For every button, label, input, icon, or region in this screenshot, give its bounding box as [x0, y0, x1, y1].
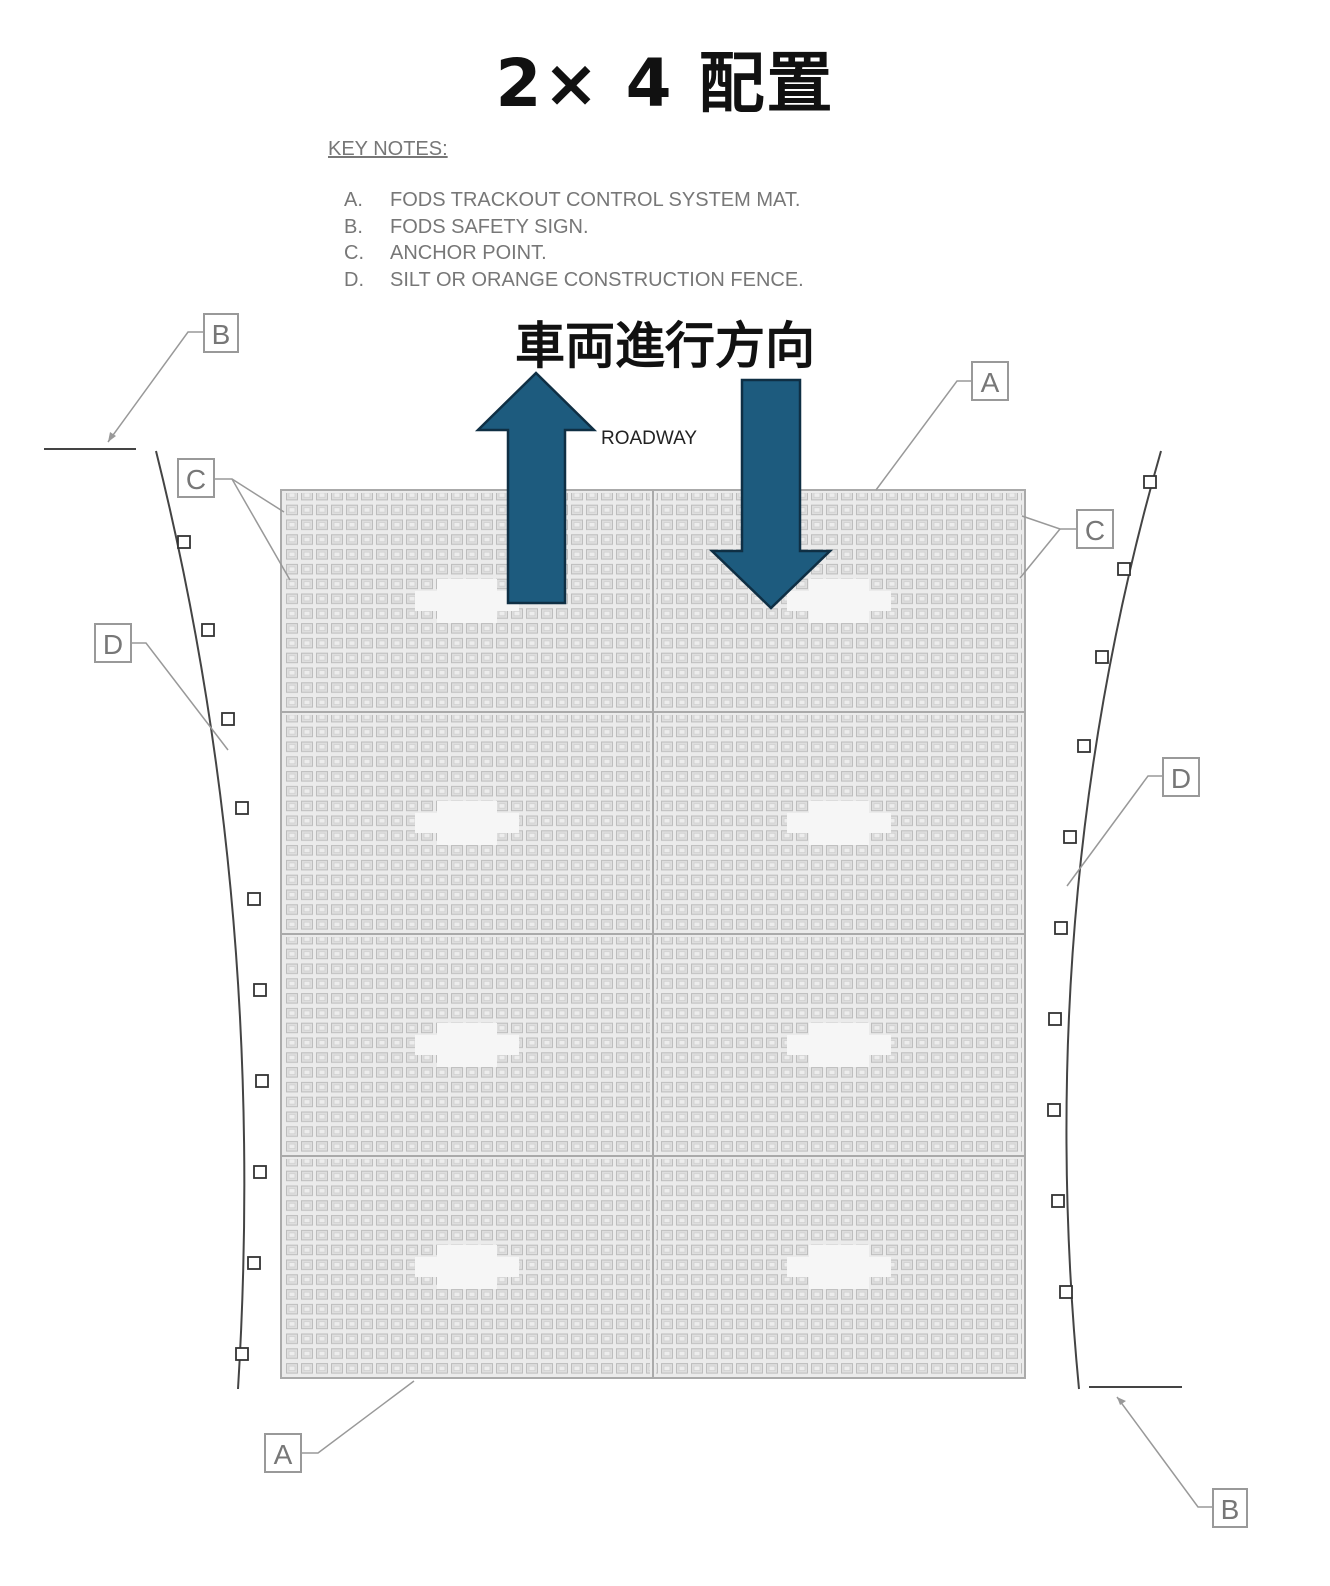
- key-notes: KEY NOTES: A. FODS TRACKOUT CONTROL SYST…: [328, 138, 804, 293]
- key-note-letter: C.: [344, 242, 364, 264]
- callout-b-top-left-label: B: [212, 319, 231, 350]
- fence-post: [1048, 1012, 1062, 1026]
- fence-post: [1143, 475, 1157, 489]
- fence-post: [1051, 1194, 1065, 1208]
- callout-d-right: D: [1162, 757, 1200, 797]
- fence-right: [1065, 450, 1162, 1390]
- fence-post: [253, 1165, 267, 1179]
- fence-post: [1095, 650, 1109, 664]
- callout-c-left-label: C: [186, 464, 206, 495]
- key-note-letter: A.: [344, 189, 363, 211]
- key-notes-heading: KEY NOTES:: [328, 138, 448, 160]
- fence-left: [155, 450, 246, 1390]
- mat-panel: [280, 933, 654, 1157]
- leader-b-top: [107, 331, 204, 443]
- arrow-down: [708, 378, 834, 610]
- fence-post: [1059, 1285, 1073, 1299]
- callout-b-bottom-right-label: B: [1221, 1494, 1240, 1525]
- fence-post: [235, 801, 249, 815]
- callout-d-right-label: D: [1171, 763, 1191, 794]
- fence-post: [1077, 739, 1091, 753]
- mat-panel: [652, 489, 1026, 713]
- leader-b-bottom: [1116, 1396, 1213, 1508]
- fence-post: [1117, 562, 1131, 576]
- fence-post: [1063, 830, 1077, 844]
- callout-b-bottom-right: B: [1212, 1488, 1248, 1528]
- leader-d-left: [130, 642, 229, 751]
- key-note-item: C. ANCHOR POINT.: [328, 240, 804, 267]
- leader-b-bottom-arrowhead: [1117, 1397, 1126, 1405]
- fence-post: [1054, 921, 1068, 935]
- key-note-text: FODS SAFETY SIGN.: [390, 215, 589, 238]
- leader-a-bottom: [301, 1380, 415, 1454]
- key-note-text: FODS TRACKOUT CONTROL SYSTEM MAT.: [390, 189, 801, 211]
- leader-lines: [107, 331, 1213, 1508]
- mat-panel: [652, 933, 1026, 1157]
- mat-array: [280, 489, 1026, 1379]
- leader-b-top-arrowhead: [108, 432, 116, 442]
- fence-post: [253, 983, 267, 997]
- arrow-up: [474, 371, 598, 605]
- key-note-text: SILT OR ORANGE CONSTRUCTION FENCE.: [390, 268, 804, 291]
- mat-panel: [652, 1155, 1026, 1379]
- callout-c-right: C: [1076, 509, 1114, 549]
- mat-panel: [652, 711, 1026, 935]
- callout-d-left: D: [94, 623, 132, 663]
- callout-a-bottom: A: [264, 1433, 302, 1473]
- callout-a-bottom-label: A: [274, 1439, 293, 1470]
- fence-post: [235, 1347, 249, 1361]
- page-title: 2× 4 配置: [495, 45, 835, 122]
- key-note-item: A. FODS TRACKOUT CONTROL SYSTEM MAT.: [328, 187, 804, 214]
- key-note-letter: D.: [344, 268, 364, 291]
- callout-c-right-label: C: [1085, 515, 1105, 546]
- callout-b-top-left: B: [203, 313, 239, 353]
- leader-c-left-2: [231, 478, 291, 581]
- leader-c-left-1: [214, 478, 285, 513]
- roadway-label: ROADWAY: [601, 428, 698, 449]
- fence-post: [1047, 1103, 1061, 1117]
- leader-a-top: [875, 380, 971, 491]
- mat-panel: [280, 711, 654, 935]
- callout-a-top: A: [971, 361, 1009, 401]
- key-note-letter: B.: [344, 215, 363, 238]
- fence-post: [247, 1256, 261, 1270]
- fence-post: [177, 535, 191, 549]
- mat-panel: [280, 489, 654, 713]
- fence-posts: [177, 475, 1157, 1361]
- direction-label: 車両進行方向: [515, 317, 815, 375]
- fence-post: [201, 623, 215, 637]
- key-note-text: ANCHOR POINT.: [390, 242, 547, 264]
- callout-d-left-label: D: [103, 629, 123, 660]
- callout-boxes: B A C C D D A: [94, 313, 1248, 1528]
- leader-c-right-1: [1021, 515, 1076, 530]
- leader-c-right-2: [1019, 528, 1061, 579]
- callout-a-top-label: A: [981, 367, 1000, 398]
- callout-c-left: C: [177, 458, 215, 498]
- key-note-item: B. FODS SAFETY SIGN.: [328, 214, 804, 241]
- key-note-item: D. SILT OR ORANGE CONSTRUCTION FENCE.: [328, 267, 804, 294]
- fence-post: [255, 1074, 269, 1088]
- fence-post: [247, 892, 261, 906]
- mat-panel: [280, 1155, 654, 1379]
- fence-post: [221, 712, 235, 726]
- leader-d-right: [1066, 775, 1163, 887]
